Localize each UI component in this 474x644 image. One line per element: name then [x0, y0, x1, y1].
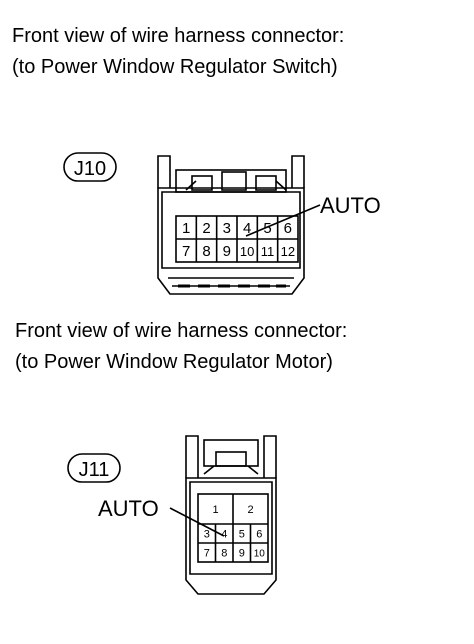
j11-auto-callout: AUTO [98, 496, 159, 521]
switch-caption-line2: (to Power Window Regulator Switch) [12, 56, 338, 78]
j11-pin-9: 9 [239, 548, 245, 560]
j10-callout-leader [245, 204, 321, 237]
switch-caption-line1: Front view of wire harness connector: [12, 25, 345, 47]
j10-pin-1: 1 [182, 220, 190, 237]
j11-connector: J11 [67, 435, 277, 595]
j11-pin-2: 2 [247, 504, 253, 516]
j11-pin-4: 4 [221, 529, 227, 541]
motor-caption-line2: (to Power Window Regulator Motor) [15, 351, 333, 373]
j11-pin-1: 1 [212, 504, 218, 516]
j10-pin-12: 12 [281, 244, 295, 259]
j11-code-label: J11 [79, 459, 110, 481]
j11-callout-leader [169, 507, 225, 537]
j10-pin-8: 8 [202, 243, 210, 260]
j10-pin-2: 2 [202, 220, 210, 237]
j10-pin-7: 7 [182, 243, 190, 260]
switch-connector-caption: Front view of wire harness connector: (t… [12, 21, 344, 83]
j10-pin-4: 4 [243, 220, 251, 237]
j11-pin-6: 6 [256, 529, 262, 541]
j11-pin-5: 5 [239, 529, 245, 541]
j10-pin-3: 3 [223, 220, 231, 237]
j10-pin-6: 6 [284, 220, 292, 237]
j10-pin-5: 5 [263, 220, 271, 237]
j10-connector: J10 [63, 152, 321, 295]
motor-caption-line1: Front view of wire harness connector: [15, 320, 348, 342]
j11-pin-8: 8 [221, 548, 227, 560]
j10-pin-9: 9 [223, 243, 231, 260]
j10-pin-10: 10 [240, 244, 254, 259]
j10-code-badge: J10 [63, 152, 117, 182]
motor-connector-caption: Front view of wire harness connector: (t… [15, 316, 347, 378]
j10-auto-callout: AUTO [320, 193, 381, 218]
j10-code-label: J10 [74, 158, 106, 180]
j11-code-badge: J11 [67, 453, 121, 483]
j10-pin-11: 11 [261, 244, 275, 259]
j11-pin-3: 3 [204, 529, 210, 541]
j11-pin-7: 7 [204, 548, 210, 560]
j11-pin-10: 10 [254, 549, 266, 560]
